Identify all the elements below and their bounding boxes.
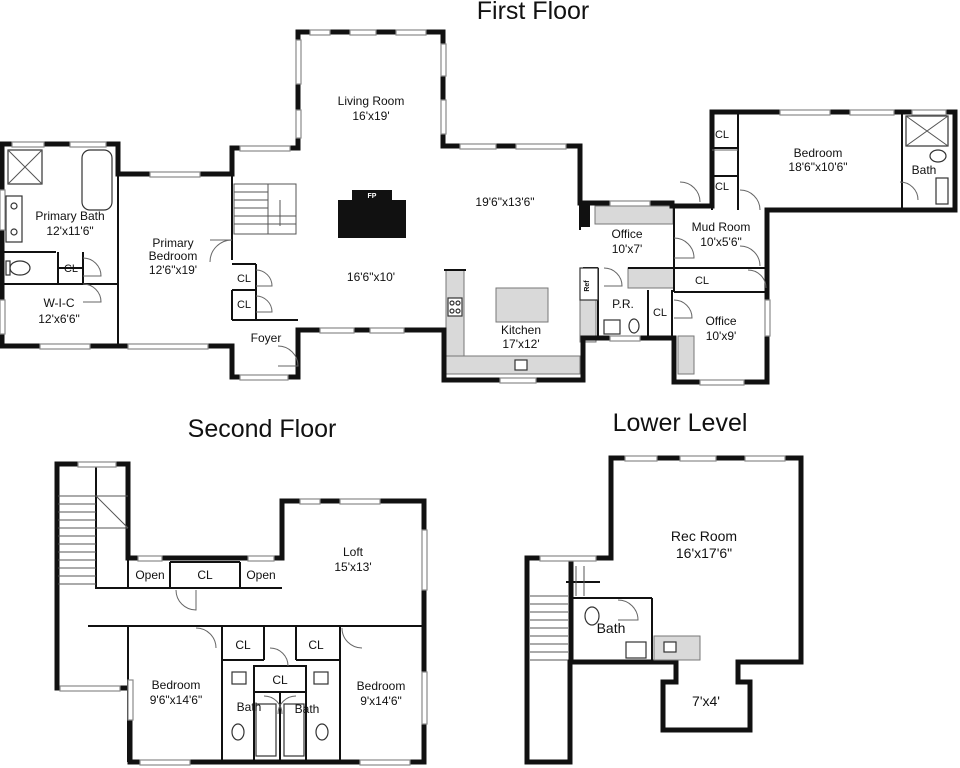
primary-bedroom-label-1: Primary	[152, 236, 193, 250]
bedroom-left-dim: 9'6"x14'6"	[150, 693, 202, 707]
bedroom-first-label: Bedroom	[794, 146, 843, 160]
first-floor-plan	[0, 29, 958, 386]
lower-level-plan	[524, 455, 804, 765]
toilet-icon-bath	[929, 149, 947, 163]
primary-bath-label: Primary Bath	[35, 209, 104, 223]
office-a-dim: 10'x7'	[612, 242, 643, 256]
fireplace-label: FP	[368, 193, 377, 200]
office-b-label: Office	[705, 314, 736, 328]
loft-label: Loft	[343, 545, 364, 559]
stair-lower-level	[530, 566, 585, 661]
first-floor-exterior-wall	[0, 29, 958, 385]
closet-label-hall-2: CL	[237, 299, 251, 311]
lower-level-interior-walls	[566, 581, 653, 662]
living-room-label: Living Room	[338, 94, 405, 108]
open-label-left: Open	[135, 568, 164, 582]
first-floor-title: First Floor	[477, 0, 590, 25]
kitchen-island	[495, 287, 549, 323]
lower-bath-counter	[653, 635, 701, 661]
hall-dim: 16'6"x10'	[347, 270, 395, 284]
foyer-label: Foyer	[251, 331, 282, 345]
toilet-icon-2a	[231, 723, 245, 741]
fireplace	[338, 200, 406, 238]
mud-room-label: Mud Room	[692, 220, 751, 234]
mudroom-counter	[627, 267, 675, 289]
dining-dim: 19'6"x13'6"	[475, 195, 534, 209]
office-b-counter	[677, 335, 695, 375]
lower-level-title: Lower Level	[613, 409, 748, 437]
closet-label-office: CL	[695, 275, 709, 287]
closet-label-2nd-left: CL	[235, 638, 251, 652]
second-floor-interior-walls	[88, 464, 424, 762]
bedroom-left-label: Bedroom	[152, 678, 201, 692]
rec-room-label: Rec Room	[671, 528, 737, 544]
bedroom-right-dim: 9'x14'6"	[360, 694, 402, 708]
kitchen-dim: 17'x12'	[502, 337, 539, 351]
office-b-dim: 10'x9'	[706, 329, 737, 343]
closet-label-2nd-right: CL	[308, 638, 324, 652]
closet-label-bed-1: CL	[715, 129, 729, 141]
bath-2nd-right-label: Bath	[295, 702, 320, 716]
closet-label-pr: CL	[653, 307, 667, 319]
office-counter	[594, 205, 674, 225]
office-a-label: Office	[611, 227, 642, 241]
storage-dim: 7'x4'	[692, 693, 720, 709]
primary-bedroom-label-2: Bedroom	[149, 249, 198, 263]
closet-label-bed-2: CL	[715, 181, 729, 193]
bath-first-label: Bath	[912, 163, 937, 177]
lower-level-exterior-wall	[568, 455, 804, 733]
refrigerator-label: Ref	[584, 280, 591, 292]
closet-label-hall-1: CL	[237, 273, 251, 285]
closet-label-2nd-center: CL	[197, 568, 213, 582]
second-floor-title: Second Floor	[188, 415, 337, 443]
kitchen-counter-bottom	[445, 355, 581, 375]
wic-dim: 12'x6'6"	[38, 312, 80, 326]
vanity-icon	[5, 195, 23, 243]
closet-label-2nd-mid: CL	[272, 673, 288, 687]
toilet-icon-lower	[584, 606, 600, 626]
bath-2nd-left-label: Bath	[237, 700, 262, 714]
stair-first-floor	[233, 183, 297, 235]
mud-room-dim: 10'x5'6"	[700, 235, 742, 249]
bedroom-first-dim: 18'6"x10'6"	[788, 160, 847, 174]
second-floor-plan	[54, 461, 428, 766]
closet-label-bath: CL	[64, 263, 78, 275]
bedroom-right-label: Bedroom	[357, 679, 406, 693]
kitchen-label: Kitchen	[501, 323, 541, 337]
toilet-icon-2b	[315, 723, 329, 741]
bath-lower-label: Bath	[597, 620, 626, 636]
refrigerator	[579, 267, 599, 301]
open-label-right: Open	[246, 568, 275, 582]
toilet-icon-pr	[628, 318, 640, 334]
rec-room-dim: 16'x17'6"	[676, 545, 732, 561]
primary-bedroom-dim: 12'6"x19'	[149, 263, 197, 277]
bathtub-icon	[81, 149, 113, 211]
second-floor-exterior-wall	[54, 461, 427, 765]
cooktop-icon	[447, 297, 463, 317]
wic-label: W-I-C	[43, 296, 74, 310]
powder-room-label: P.R.	[612, 297, 634, 311]
primary-bath-dim: 12'x11'6"	[46, 224, 93, 238]
first-floor-interior-walls	[2, 112, 903, 346]
kitchen-sink-icon	[514, 359, 528, 371]
living-room-dim: 16'x19'	[352, 109, 389, 123]
toilet-icon	[9, 260, 31, 276]
loft-dim: 15'x13'	[334, 560, 371, 574]
stair-second-floor	[58, 495, 129, 585]
